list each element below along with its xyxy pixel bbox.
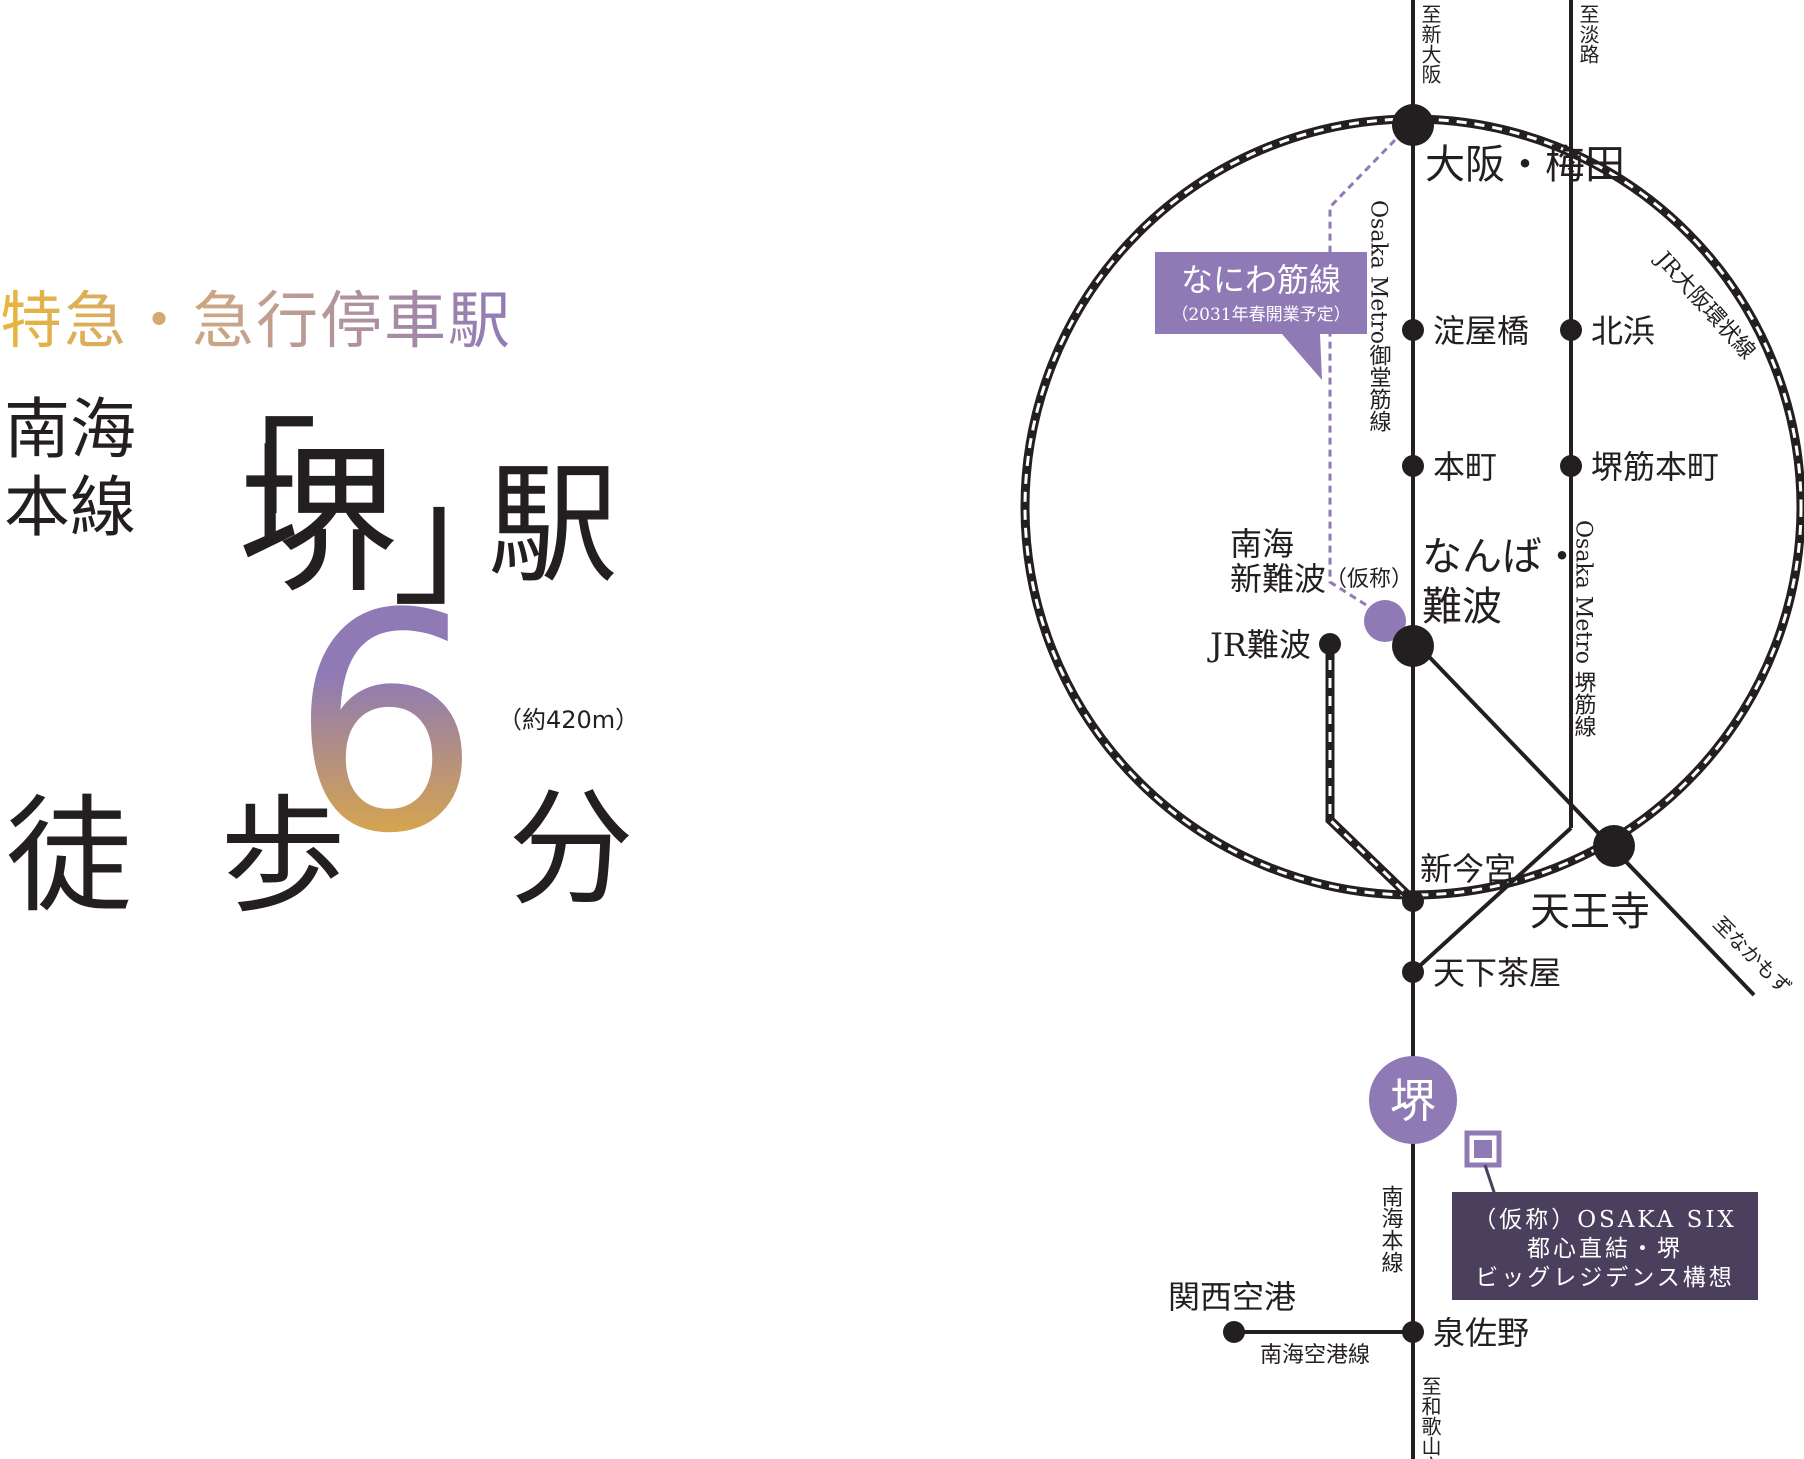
naniwasuji-title: なにわ筋線 bbox=[1181, 261, 1341, 299]
label-sakaisuji-line: Osaka Metro 堺筋線 bbox=[1571, 520, 1597, 737]
nanba-tennoji-line bbox=[1411, 638, 1756, 997]
station-dot-tengachaya bbox=[1402, 961, 1424, 983]
label-to-awaji: 至淡路 bbox=[1576, 4, 1600, 64]
label-izumisano: 泉佐野 bbox=[1433, 1314, 1529, 1352]
walk-unit: 分 bbox=[508, 776, 634, 923]
station-dot-yodoyabashi bbox=[1402, 319, 1424, 341]
station-dot-tennoji bbox=[1593, 825, 1635, 867]
walk-distance: （約420m） bbox=[498, 706, 640, 734]
label-sakai: 堺 bbox=[1390, 1074, 1436, 1128]
label-tengachaya: 天下茶屋 bbox=[1433, 954, 1561, 992]
naniwasuji-note: （2031年春開業予定） bbox=[1171, 305, 1350, 325]
station-dot-honmachi bbox=[1402, 455, 1424, 477]
project-marker-inner bbox=[1474, 1140, 1492, 1158]
station-dot-shin-nanba bbox=[1364, 600, 1406, 642]
label-osaka-umeda: 大阪・梅田 bbox=[1425, 142, 1625, 188]
station-dot-shin-imamiya bbox=[1402, 890, 1424, 912]
walk-minutes: 6 bbox=[290, 550, 481, 899]
label-kanku: 関西空港 bbox=[1168, 1278, 1296, 1316]
project-pointer bbox=[1483, 1164, 1497, 1196]
label-nankai-airport-line: 南海空港線 bbox=[1260, 1343, 1370, 1368]
label-kitahama: 北浜 bbox=[1591, 312, 1655, 350]
line-name-2: 本線 bbox=[4, 469, 136, 546]
project-line-3: ビッグレジデンス構想 bbox=[1475, 1265, 1735, 1291]
label-sakaisuji-honmachi: 堺筋本町 bbox=[1591, 448, 1719, 486]
project-box bbox=[1452, 1192, 1758, 1300]
station-dot-sakaisuji-honmachi bbox=[1560, 455, 1582, 477]
station-suffix: 駅 bbox=[488, 449, 619, 601]
label-shin-nanba-2: 新難波 bbox=[1230, 560, 1326, 598]
station-open-bracket: 「 bbox=[168, 405, 319, 579]
station-dot-izumisano bbox=[1402, 1321, 1424, 1343]
sakaisuji-branch bbox=[1411, 826, 1573, 974]
express-stop-headline: 特急・急行停車駅 bbox=[0, 270, 512, 360]
label-shin-nanba-1: 南海 bbox=[1230, 525, 1294, 563]
station-close-bracket: 」 bbox=[392, 453, 543, 627]
label-tennoji: 天王寺 bbox=[1530, 889, 1650, 935]
station-dot-kitahama bbox=[1560, 319, 1582, 341]
station-dot-kanku bbox=[1223, 1321, 1245, 1343]
label-nanba-2: 難波 bbox=[1422, 584, 1502, 630]
naniwasuji-callout-tail bbox=[1282, 334, 1322, 380]
station-dot-jr-nanba bbox=[1319, 633, 1341, 655]
label-nankai-main: 南海本線 bbox=[1378, 1185, 1404, 1273]
label-shin-imamiya: 新今宮 bbox=[1420, 850, 1516, 888]
station-dot-nanba bbox=[1392, 625, 1434, 667]
label-nanba-1: なんば・ bbox=[1422, 534, 1582, 580]
label-honmachi: 本町 bbox=[1433, 448, 1497, 486]
label-to-nakamozu: 至なかもず bbox=[1708, 912, 1796, 1000]
station-dot-osaka-umeda bbox=[1392, 104, 1434, 146]
label-midosuji-line: Osaka Metro御堂筋線 bbox=[1366, 200, 1392, 432]
jr-nanba-dash bbox=[1328, 642, 1415, 902]
naniwasuji-callout bbox=[1155, 252, 1367, 334]
line-name-1: 南海 bbox=[4, 391, 136, 468]
project-marker bbox=[1464, 1130, 1502, 1168]
station-name: 堺 bbox=[238, 428, 399, 615]
naniwasuji-line bbox=[1328, 138, 1397, 619]
project-line-2: 都心直結・堺 bbox=[1527, 1236, 1683, 1262]
walk-label: 徒 歩 bbox=[6, 783, 371, 930]
label-to-shin-osaka: 至新大阪 bbox=[1418, 4, 1442, 84]
project-line-1: （仮称）OSAKA SIX bbox=[1473, 1207, 1737, 1233]
label-jr-nanba: JR難波 bbox=[1207, 626, 1311, 664]
label-yodoyabashi: 淀屋橋 bbox=[1433, 312, 1529, 350]
label-to-wakayamashi: 至和歌山市 bbox=[1418, 1376, 1442, 1459]
label-shin-nanba-karishou: （仮称） bbox=[1325, 567, 1413, 592]
station-dot-sakai bbox=[1369, 1056, 1457, 1144]
